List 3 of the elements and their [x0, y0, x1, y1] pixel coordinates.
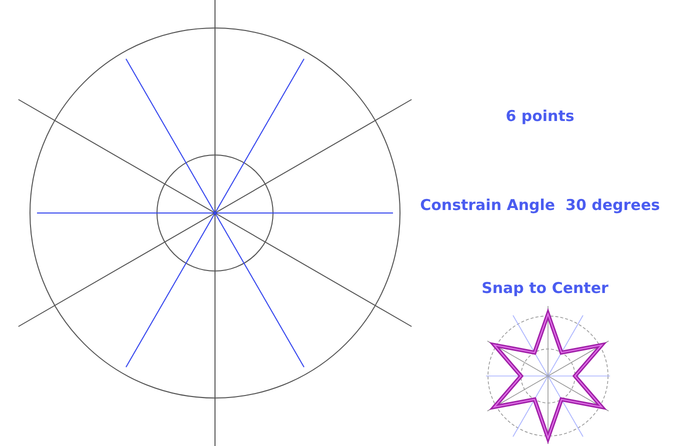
annotation-text: Constrain Angle 30 degrees	[420, 196, 660, 214]
annotation-text: 6 points	[506, 107, 574, 125]
annotation-text: Snap to Center	[482, 279, 608, 297]
